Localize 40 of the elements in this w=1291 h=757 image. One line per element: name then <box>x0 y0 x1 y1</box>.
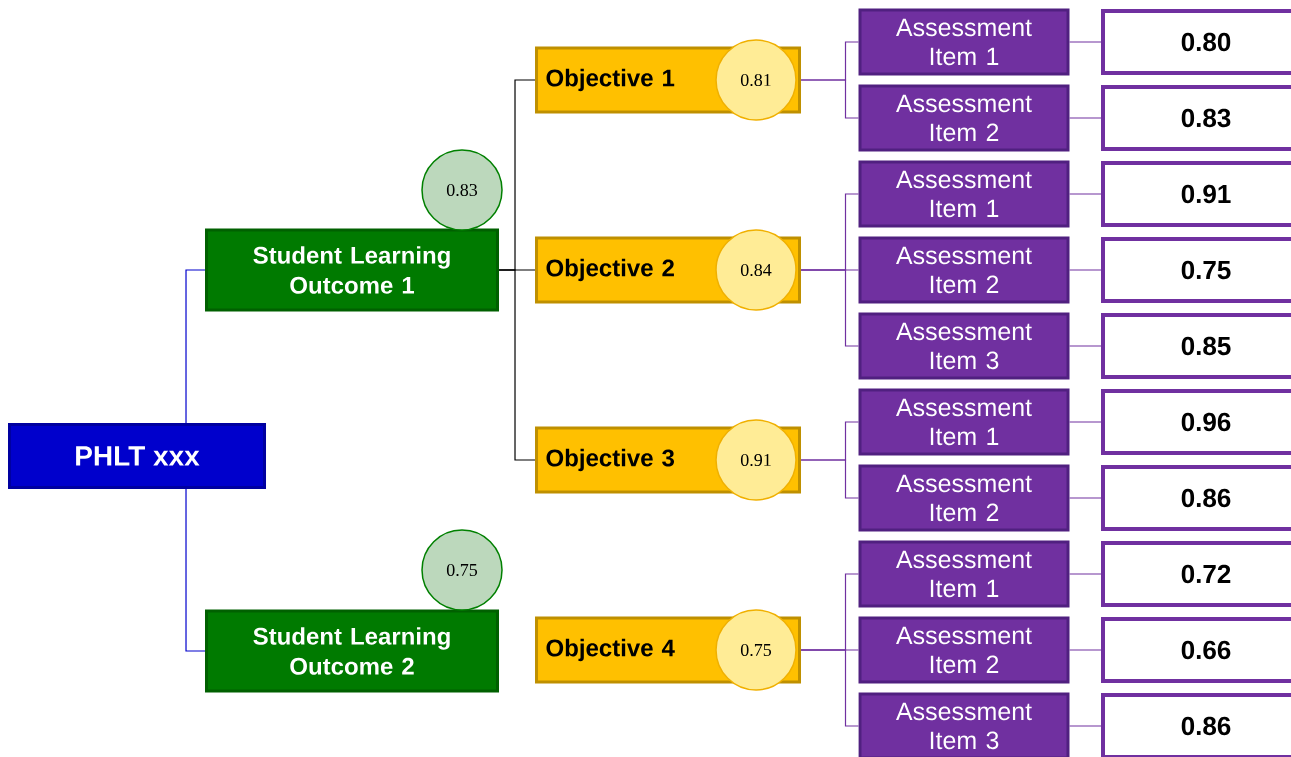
connector-line <box>1068 497 1102 499</box>
score-box: 0.86 <box>1101 693 1291 757</box>
connector-line <box>1068 193 1102 195</box>
connector-line <box>1068 269 1102 271</box>
assessment-box: Assessment Item 2 <box>858 236 1070 304</box>
connector-line <box>185 269 206 424</box>
assessment-box: Assessment Item 1 <box>858 388 1070 456</box>
score-box: 0.96 <box>1101 389 1291 455</box>
connector-line <box>1068 649 1102 651</box>
connector-line <box>800 459 860 499</box>
assessment-box: Assessment Item 3 <box>858 692 1070 757</box>
outcome-box: Student Learning Outcome 2 <box>205 609 499 693</box>
score-box: 0.80 <box>1101 9 1291 75</box>
assessment-box: Assessment Item 2 <box>858 616 1070 684</box>
score-box: 0.72 <box>1101 541 1291 607</box>
score-box: 0.91 <box>1101 161 1291 227</box>
connector-line <box>800 649 860 727</box>
assessment-box: Assessment Item 2 <box>858 464 1070 532</box>
outcome-box: Student Learning Outcome 1 <box>205 228 499 312</box>
course-box: PHLT xxx <box>8 423 266 489</box>
assessment-box: Assessment Item 2 <box>858 84 1070 152</box>
score-box: 0.86 <box>1101 465 1291 531</box>
connector-line <box>800 79 860 119</box>
connector-line <box>1068 345 1102 347</box>
assessment-box: Assessment Item 1 <box>858 540 1070 608</box>
score-box: 0.66 <box>1101 617 1291 683</box>
assessment-box: Assessment Item 3 <box>858 312 1070 380</box>
connector-line <box>1068 421 1102 423</box>
connector-line <box>1068 573 1102 575</box>
connector-line <box>1068 117 1102 119</box>
assessment-box: Assessment Item 1 <box>858 8 1070 76</box>
assessment-box: Assessment Item 1 <box>858 160 1070 228</box>
score-box: 0.75 <box>1101 237 1291 303</box>
score-box: 0.85 <box>1101 313 1291 379</box>
score-box: 0.83 <box>1101 85 1291 151</box>
connector-line <box>498 269 536 461</box>
connector-line <box>185 488 206 652</box>
connector-line <box>1068 41 1102 43</box>
connector-line <box>800 269 860 347</box>
connector-line <box>1068 725 1102 727</box>
